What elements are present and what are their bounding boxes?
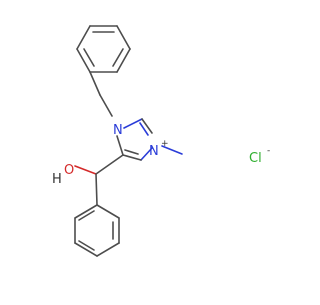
carbinol-to-phenyl-bond [95, 173, 98, 206]
n1-label: N [113, 123, 123, 138]
benzyl-phenyl-ring [76, 25, 131, 73]
ring-to-carbinol-bond [95, 154, 124, 175]
benzyl-ch2 [89, 71, 113, 117]
chloride-charge-label: - [267, 146, 270, 156]
structure-canvas: N N + H O Cl - [52, 25, 270, 257]
n-methyl-bond [161, 145, 183, 155]
chloride-label: Cl [249, 151, 262, 166]
molecule-drawing: N N + H O Cl - [52, 25, 270, 257]
imidazolium-ring [116, 118, 153, 161]
oh-oxygen-label: O [64, 163, 74, 178]
n3-label: N [149, 144, 159, 159]
oh-hydrogen-label: H [52, 172, 62, 187]
n3-charge-label: + [161, 139, 169, 149]
phenyl-ring [74, 204, 120, 257]
c-o-bond [74, 165, 97, 175]
